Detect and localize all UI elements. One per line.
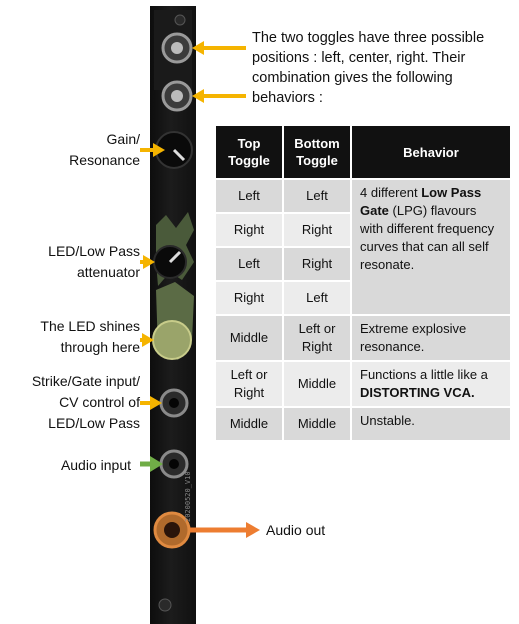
arrow-gain-head (153, 143, 165, 157)
header-behavior: Behavior (352, 126, 510, 178)
label-led-attenuator-line1: LED/Low Pass (48, 243, 140, 259)
audio-out-jack-hole (164, 522, 180, 538)
label-led-shines-line2: through here (60, 339, 140, 355)
cell-top: Left (216, 248, 282, 280)
bottom-toggle-lever (171, 90, 183, 102)
label-strike-line2: CV control of (59, 394, 140, 410)
cell-description: Unstable. (352, 408, 510, 440)
audio-input-jack-hole (169, 459, 179, 469)
arrow-bottom-toggle-head (192, 89, 204, 103)
label-audio-input: Audio input (60, 457, 131, 473)
panel-serial-text: 20200520_V10 (184, 471, 192, 522)
label-strike-gate: Strike/Gate input/ CV control of LED/Low… (2, 371, 140, 434)
label-led-shines: The LED shines through here (10, 316, 140, 358)
cell-top: Middle (216, 316, 282, 360)
cell-description: Extreme explosive resonance. (352, 316, 510, 360)
cell-bottom: Right (284, 214, 350, 246)
arrow-led-attenuator-head (143, 255, 155, 269)
cell-description: Functions a little like a DISTORTING VCA… (352, 362, 510, 406)
strike-jack-hole (169, 398, 179, 408)
arrow-audio-input-head (150, 456, 163, 472)
arrow-strike-head (150, 396, 162, 410)
table-row: Right Right (216, 214, 510, 246)
cell-bottom: Left (284, 282, 350, 314)
led-knob-indicator (168, 250, 182, 264)
arrow-top-toggle-head (192, 41, 204, 55)
table-row: Right Left (216, 282, 510, 314)
arrow-led-shines-head (142, 333, 154, 347)
cell-bottom: Middle (284, 362, 350, 406)
label-gain-line2: Resonance (69, 152, 140, 168)
gain-knob-indicator (172, 148, 186, 162)
cell-top: Right (216, 282, 282, 314)
cell-bottom: Middle (284, 408, 350, 440)
panel-screw (174, 14, 186, 26)
label-audio-out: Audio out (266, 522, 326, 538)
top-toggle-lever (171, 42, 183, 54)
table-row: Left Left 4 different Low Pass Gate (LPG… (216, 180, 510, 314)
label-gain-resonance: Gain/ Resonance (40, 129, 140, 171)
label-strike-line3: LED/Low Pass (48, 415, 140, 431)
arrow-audio-out-head (246, 522, 260, 538)
cell-top: Right (216, 214, 282, 246)
cell-bottom: Left (284, 180, 350, 212)
label-led-shines-line1: The LED shines (40, 318, 140, 334)
label-strike-line1: Strike/Gate input/ (31, 373, 140, 389)
toggle-intro-text: The two toggles have three possible posi… (252, 30, 485, 106)
table-row: Middle Middle Unstable. (216, 408, 510, 440)
cell-bottom: Right (284, 248, 350, 280)
label-led-attenuator-line2: attenuator (76, 264, 140, 280)
table-row: Left Right (216, 248, 510, 280)
cell-top: Left (216, 180, 282, 212)
led-window (152, 320, 192, 360)
panel-screw-bottom (158, 598, 172, 612)
cell-top: Middle (216, 408, 282, 440)
cell-lpg-description: 4 different Low Pass Gate (LPG) flavours… (352, 180, 510, 314)
label-led-attenuator: LED/Low Pass attenuator (10, 241, 140, 283)
label-gain-line1: Gain/ (106, 131, 140, 147)
